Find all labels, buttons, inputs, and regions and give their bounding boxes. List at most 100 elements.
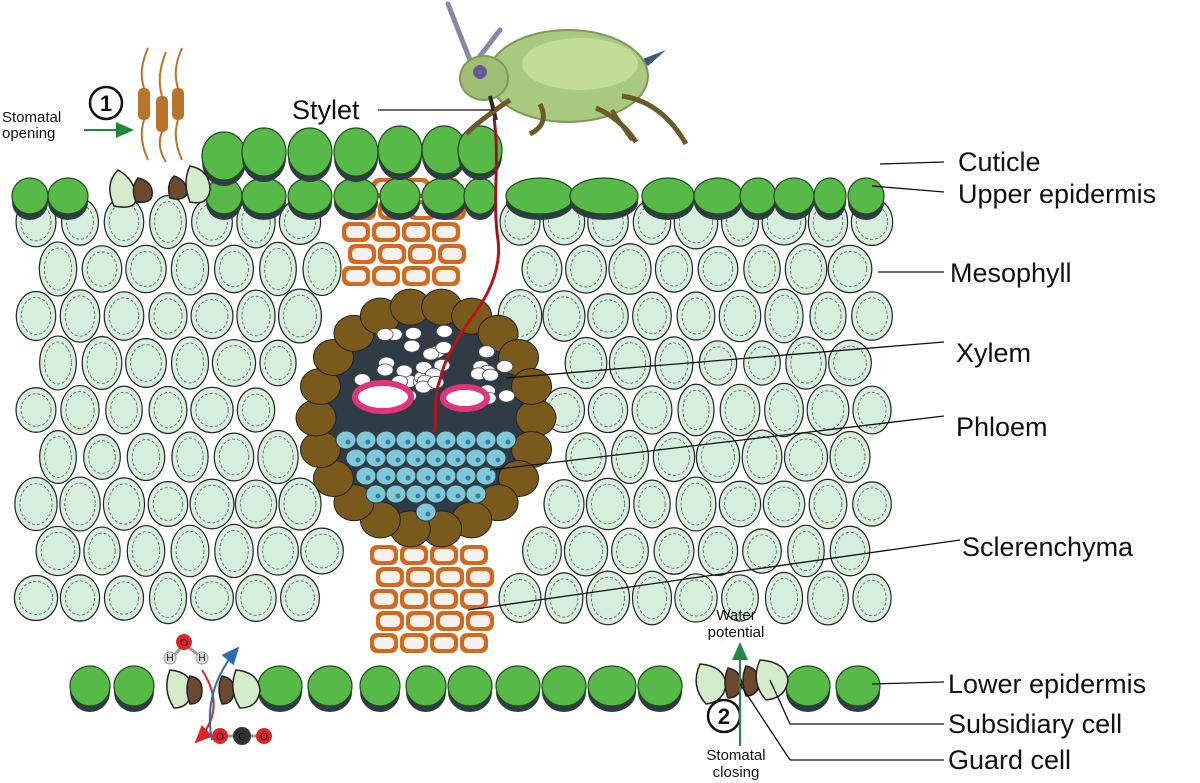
water-o-label: O bbox=[180, 638, 188, 649]
mesophyll-cell bbox=[719, 383, 761, 437]
water-potential-line2: potential bbox=[708, 624, 765, 641]
epidermis-cell bbox=[463, 177, 497, 215]
gas-exchange-symbols: O H H O C O bbox=[163, 634, 272, 745]
label-cuticle: Cuticle bbox=[958, 147, 1041, 177]
phloem-cell bbox=[475, 430, 497, 450]
epidermis-cell bbox=[847, 177, 885, 215]
epidermis-cell bbox=[11, 177, 49, 215]
epidermis-cell bbox=[693, 177, 743, 215]
mesophyll-cell bbox=[608, 336, 652, 390]
phloem-cell bbox=[475, 466, 497, 486]
mesophyll-cell bbox=[103, 291, 145, 341]
phloem bbox=[335, 430, 517, 522]
mesophyll-cell bbox=[585, 570, 631, 626]
mesophyll-cell bbox=[126, 432, 166, 482]
mesophyll-cell bbox=[829, 525, 871, 577]
co2-o2-label: O bbox=[260, 732, 268, 743]
epidermis-cell bbox=[495, 665, 541, 707]
mesophyll-cell bbox=[585, 477, 631, 531]
epidermis-cell bbox=[307, 665, 353, 707]
mesophyll-cell bbox=[633, 479, 671, 529]
epidermis-cell bbox=[377, 125, 423, 175]
phloem-cell bbox=[415, 502, 437, 522]
leader-lines bbox=[378, 109, 961, 761]
mesophyll-cell bbox=[587, 386, 629, 434]
label-lower-epidermis: Lower epidermis bbox=[948, 669, 1146, 699]
mesophyll-cell bbox=[147, 481, 189, 527]
mesophyll-cell bbox=[14, 476, 58, 532]
mesophyll-cell bbox=[522, 526, 562, 576]
mesophyll-cell bbox=[631, 385, 673, 435]
mesophyll-cell bbox=[148, 571, 188, 625]
mesophyll-cell bbox=[126, 525, 166, 577]
mesophyll-cell bbox=[302, 241, 342, 297]
label-mesophyll: Mesophyll bbox=[950, 258, 1072, 288]
label-stylet: Stylet bbox=[292, 95, 360, 125]
mesophyll-cell bbox=[148, 292, 188, 340]
mesophyll-cell bbox=[39, 335, 77, 391]
label-guard-cell: Guard cell bbox=[948, 745, 1071, 775]
mesophyll-cell bbox=[762, 480, 806, 528]
mesophyll-cell bbox=[257, 429, 299, 485]
mesophyll-cell bbox=[654, 245, 694, 293]
mesophyll-cell bbox=[35, 525, 81, 577]
mesophyll-cell bbox=[60, 384, 100, 436]
mesophyll-cell bbox=[852, 385, 892, 435]
epidermis-cell bbox=[47, 177, 89, 215]
mesophyll-cell bbox=[38, 241, 78, 297]
mesophyll-cell bbox=[234, 479, 278, 529]
mesophyll-cell bbox=[81, 336, 123, 390]
phloem-cell bbox=[355, 466, 377, 486]
phloem-cell bbox=[415, 430, 437, 450]
lower-right-stoma bbox=[695, 659, 789, 705]
epidermis-cell bbox=[113, 665, 155, 707]
mesophyll-cell bbox=[852, 573, 892, 623]
epidermis-cell bbox=[785, 665, 831, 707]
mesophyll-cell bbox=[59, 476, 101, 532]
mesophyll-cell bbox=[125, 338, 167, 388]
mesophyll-cell bbox=[827, 244, 873, 294]
phloem-cell bbox=[365, 448, 387, 468]
xylem-cell bbox=[376, 328, 394, 341]
phloem-cell bbox=[345, 448, 367, 468]
epidermis-cell bbox=[457, 125, 503, 175]
co2-c-label: C bbox=[238, 732, 245, 743]
epidermis-cell bbox=[359, 665, 401, 707]
mesophyll-cell bbox=[610, 429, 650, 485]
epidermis-cell bbox=[333, 177, 379, 215]
mesophyll-cell bbox=[785, 336, 827, 390]
upper-stoma bbox=[109, 165, 211, 208]
water-out-arrow bbox=[194, 669, 215, 744]
mesophyll-cell bbox=[807, 570, 849, 626]
bundle-sheath-cell bbox=[511, 367, 553, 405]
step-one-marker: 1 Stomatal opening bbox=[2, 85, 134, 142]
mesophyll-cell bbox=[15, 290, 57, 342]
mesophyll-cell bbox=[697, 525, 739, 577]
mesophyll-cell bbox=[741, 429, 783, 485]
mesophyll-cell bbox=[808, 478, 848, 530]
phloem-cell bbox=[455, 466, 477, 486]
mesophyll-cell bbox=[718, 480, 762, 528]
mesophyll-cell bbox=[608, 243, 652, 295]
mesophyll-cell bbox=[280, 574, 320, 622]
co2-o1-label: O bbox=[216, 732, 224, 743]
step-two-line2: closing bbox=[713, 764, 760, 781]
phloem-cell bbox=[435, 466, 457, 486]
bundle-sheath bbox=[295, 288, 557, 548]
mesophyll-cell bbox=[257, 526, 299, 576]
epidermis-cell bbox=[773, 177, 815, 215]
mesophyll-cell bbox=[742, 528, 782, 574]
xylem-cell bbox=[404, 327, 422, 340]
mesophyll-cell bbox=[611, 527, 649, 575]
mesophyll-cell bbox=[828, 339, 872, 387]
epidermis-cell bbox=[421, 177, 467, 215]
mesophyll-cell bbox=[189, 478, 235, 530]
mesophyll-cell bbox=[809, 291, 847, 341]
mesophyll-cell bbox=[13, 574, 59, 622]
phloem-cell bbox=[405, 484, 427, 504]
epidermis-cell bbox=[287, 127, 333, 177]
xylem-cell bbox=[496, 360, 514, 373]
mesophyll-cell bbox=[743, 244, 781, 294]
phloem-cell bbox=[375, 466, 397, 486]
mesophyll-cell bbox=[278, 477, 322, 531]
